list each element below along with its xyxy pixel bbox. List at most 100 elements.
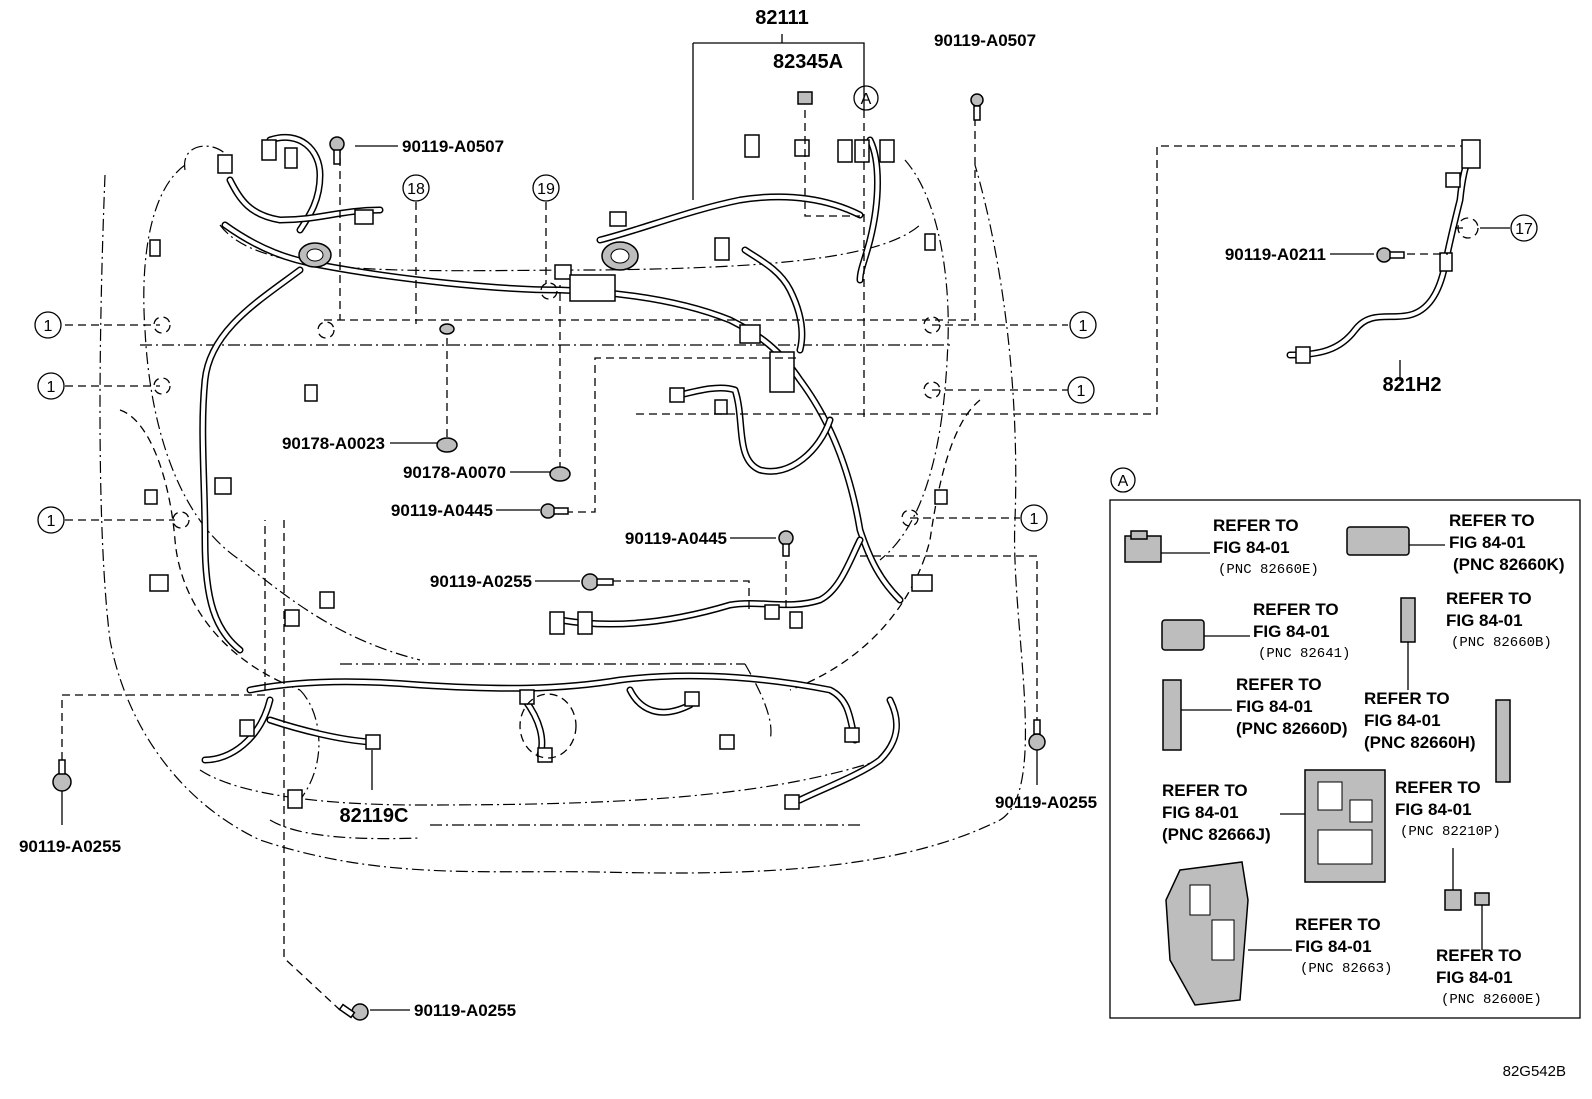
svg-text:(PNC 82641): (PNC 82641): [1258, 646, 1350, 662]
label-bolt-a0445-mid: 90119-A0445: [625, 529, 727, 548]
svg-text:(PNC 82660E): (PNC 82660E): [1218, 562, 1319, 578]
detail-part-82600e: REFER TO FIG 84-01 (PNC 82600E): [1436, 892, 1542, 1008]
detail-part-82660h: REFER TO FIG 84-01 (PNC 82660H): [1364, 689, 1511, 783]
svg-text:FIG 84-01: FIG 84-01: [1213, 538, 1290, 557]
bolt-icon-a0211: [1376, 247, 1405, 263]
svg-text:FIG 84-01: FIG 84-01: [1162, 803, 1239, 822]
detail-a-circle: A: [1110, 467, 1136, 493]
leader-lines: [61, 34, 1510, 1011]
callout-1-left-b: 1: [37, 372, 65, 400]
svg-text:1: 1: [1030, 511, 1039, 528]
bolt-icon-a0445-mid: [778, 530, 794, 557]
detail-part-82660b: REFER TO FIG 84-01 (PNC 82660B): [1400, 589, 1552, 690]
label-clip-a0023: 90178-A0023: [282, 434, 385, 453]
callout-circles: 1 1 1 1 1 1 18 19 17 A: [34, 85, 1538, 534]
svg-text:(PNC 82660B): (PNC 82660B): [1451, 635, 1552, 651]
main-harness-wires: [199, 133, 1474, 804]
svg-text:FIG 84-01: FIG 84-01: [1395, 800, 1472, 819]
detail-part-82210p: REFER TO FIG 84-01 (PNC 82210P): [1395, 778, 1501, 911]
svg-text:(PNC 82210P): (PNC 82210P): [1400, 824, 1501, 840]
detail-part-82641: REFER TO FIG 84-01 (PNC 82641): [1161, 600, 1350, 662]
svg-text:FIG 84-01: FIG 84-01: [1446, 611, 1523, 630]
svg-text:(PNC 82663): (PNC 82663): [1300, 961, 1392, 977]
callout-1-right-c: 1: [1020, 504, 1048, 532]
clip-icon-a0070: [549, 466, 571, 482]
label-bolt-top-left: 90119-A0507: [402, 137, 504, 156]
clamp-icon-82345a: [797, 91, 813, 105]
vehicle-body-outline: [99, 145, 1026, 874]
callout-18: 18: [402, 174, 430, 202]
svg-text:FIG 84-01: FIG 84-01: [1364, 711, 1441, 730]
svg-text:REFER TO: REFER TO: [1253, 600, 1339, 619]
diagram-code: 82G542B: [1503, 1063, 1566, 1080]
svg-text:REFER TO: REFER TO: [1162, 781, 1248, 800]
bolt-icon-top-right: [970, 93, 984, 121]
label-clip-a0070: 90178-A0070: [403, 463, 506, 482]
callout-a-top: A: [853, 85, 879, 111]
clip-icon-a0023: [436, 323, 458, 453]
detail-part-82660e: REFER TO FIG 84-01 (PNC 82660E): [1124, 516, 1319, 578]
label-bolt-a0211: 90119-A0211: [1225, 245, 1326, 264]
detail-part-82660k: REFER TO FIG 84-01 (PNC 82660K): [1346, 511, 1565, 574]
svg-text:19: 19: [537, 181, 555, 198]
detail-part-82663: REFER TO FIG 84-01 (PNC 82663): [1165, 861, 1392, 1006]
label-bolt-a0255-left: 90119-A0255: [19, 837, 121, 856]
callout-1-left-c: 1: [37, 506, 65, 534]
svg-text:REFER TO: REFER TO: [1449, 511, 1535, 530]
svg-text:FIG 84-01: FIG 84-01: [1295, 937, 1372, 956]
svg-text:REFER TO: REFER TO: [1436, 946, 1522, 965]
svg-text:FIG 84-01: FIG 84-01: [1236, 697, 1313, 716]
bolt-icon-a0445-left: [540, 503, 569, 519]
detail-part-82660d: REFER TO FIG 84-01 (PNC 82660D): [1162, 675, 1348, 751]
junction-markers: [153, 217, 1479, 529]
callout-19: 19: [532, 174, 560, 202]
svg-text:(PNC 82600E): (PNC 82600E): [1441, 992, 1542, 1008]
svg-text:(PNC 82660D): (PNC 82660D): [1236, 719, 1348, 738]
bolt-icon-a0255-left: [52, 759, 72, 792]
label-bolt-a0255-right: 90119-A0255: [995, 793, 1097, 812]
label-821h2: 821H2: [1383, 374, 1442, 396]
svg-text:A: A: [1118, 473, 1129, 490]
svg-text:REFER TO: REFER TO: [1364, 689, 1450, 708]
svg-text:17: 17: [1515, 221, 1533, 238]
callout-1-right-a: 1: [1069, 311, 1097, 339]
callout-1-left-a: 1: [34, 311, 62, 339]
detail-a-box: A REFER TO FIG 84-01 (PNC 82660E) REFER …: [1109, 467, 1581, 1019]
callout-17: 17: [1510, 214, 1538, 242]
label-bolt-a0445-left: 90119-A0445: [391, 501, 493, 520]
svg-text:FIG 84-01: FIG 84-01: [1253, 622, 1330, 641]
bolt-icon-a0255-right: [1028, 719, 1046, 751]
bolt-icon-top-left: [329, 136, 345, 165]
svg-text:REFER TO: REFER TO: [1213, 516, 1299, 535]
label-82111: 82111: [755, 7, 808, 29]
svg-text:REFER TO: REFER TO: [1446, 589, 1532, 608]
label-82119c: 82119C: [340, 805, 409, 827]
svg-text:A: A: [861, 91, 872, 108]
svg-text:(PNC 82660K): (PNC 82660K): [1453, 555, 1565, 574]
svg-text:REFER TO: REFER TO: [1236, 675, 1322, 694]
callout-1-right-b: 1: [1067, 376, 1095, 404]
bolt-icon-a0255-bottom: [338, 1003, 369, 1021]
harness-connectors: [144, 134, 1481, 810]
svg-text:1: 1: [1079, 318, 1088, 335]
grommets: [298, 241, 639, 759]
label-bolt-a0255-bottom: 90119-A0255: [414, 1001, 516, 1020]
label-bolt-a0255-mid: 90119-A0255: [430, 572, 532, 591]
label-82345a: 82345A: [773, 51, 843, 73]
svg-text:1: 1: [47, 379, 56, 396]
svg-text:18: 18: [407, 181, 425, 198]
svg-text:(PNC 82660H): (PNC 82660H): [1364, 733, 1476, 752]
part-number-labels: 82111 82345A 90119-A0507 90119-A0507 901…: [19, 7, 1566, 1080]
svg-text:1: 1: [44, 318, 53, 335]
detail-part-82666j: REFER TO FIG 84-01 (PNC 82666J): [1162, 769, 1386, 883]
svg-text:REFER TO: REFER TO: [1295, 915, 1381, 934]
svg-text:(PNC 82666J): (PNC 82666J): [1162, 825, 1271, 844]
svg-text:REFER TO: REFER TO: [1395, 778, 1481, 797]
svg-text:FIG 84-01: FIG 84-01: [1436, 968, 1513, 987]
label-bolt-top-right: 90119-A0507: [934, 31, 1036, 50]
svg-text:1: 1: [47, 513, 56, 530]
bolt-icon-a0255-mid: [581, 573, 614, 591]
svg-text:1: 1: [1077, 383, 1086, 400]
svg-text:FIG 84-01: FIG 84-01: [1449, 533, 1526, 552]
